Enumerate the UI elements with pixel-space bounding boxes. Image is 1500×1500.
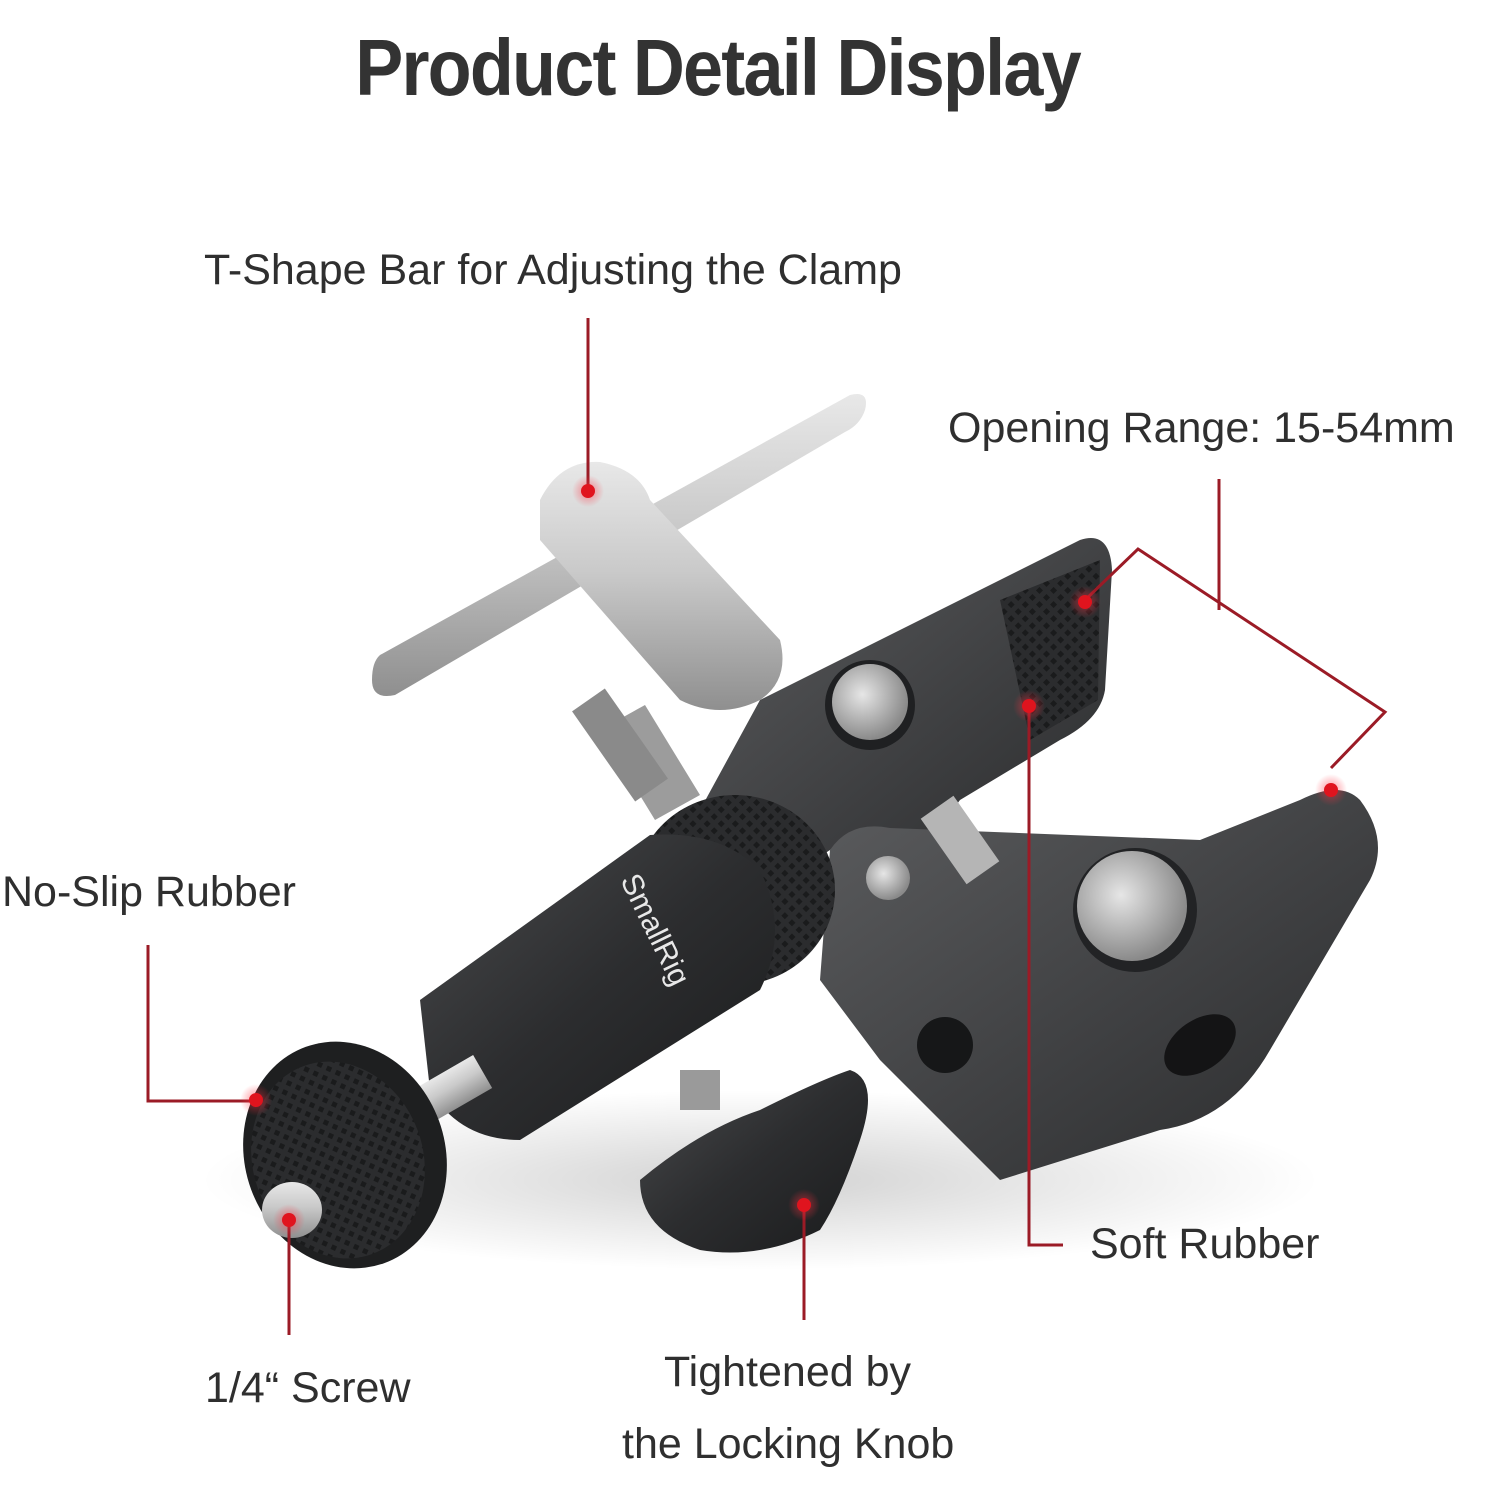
dot-t-bar [572,475,604,507]
upper-jaw-part [700,538,1112,870]
t-shape-bar-part [372,394,866,820]
dot-soft-rubber-mid [1013,690,1045,722]
callout-lines [146,318,1388,1335]
dot-locking-knob [788,1189,820,1221]
callout-no-slip-rubber: No-Slip Rubber [2,868,296,916]
callout-screw: 1/4“ Screw [205,1364,411,1412]
callout-dots [240,475,1347,1236]
lower-jaw-part [820,790,1378,1180]
dot-soft-rubber-upper [1069,586,1101,618]
page-title: Product Detail Display [355,23,1081,112]
ball-head-part: SmallRig [377,795,835,1143]
callout-t-shape-bar: T-Shape Bar for Adjusting the Clamp [204,246,902,294]
callout-locking-knob-line2: the Locking Knob [622,1420,955,1468]
callout-opening-range: Opening Range: 15-54mm [948,404,1455,452]
dot-no-slip-rubber [240,1084,272,1116]
callout-locking-knob-line1: Tightened by [664,1348,912,1396]
dot-screw [273,1204,305,1236]
dot-opening-lower [1315,774,1347,806]
callout-soft-rubber: Soft Rubber [1090,1220,1320,1268]
